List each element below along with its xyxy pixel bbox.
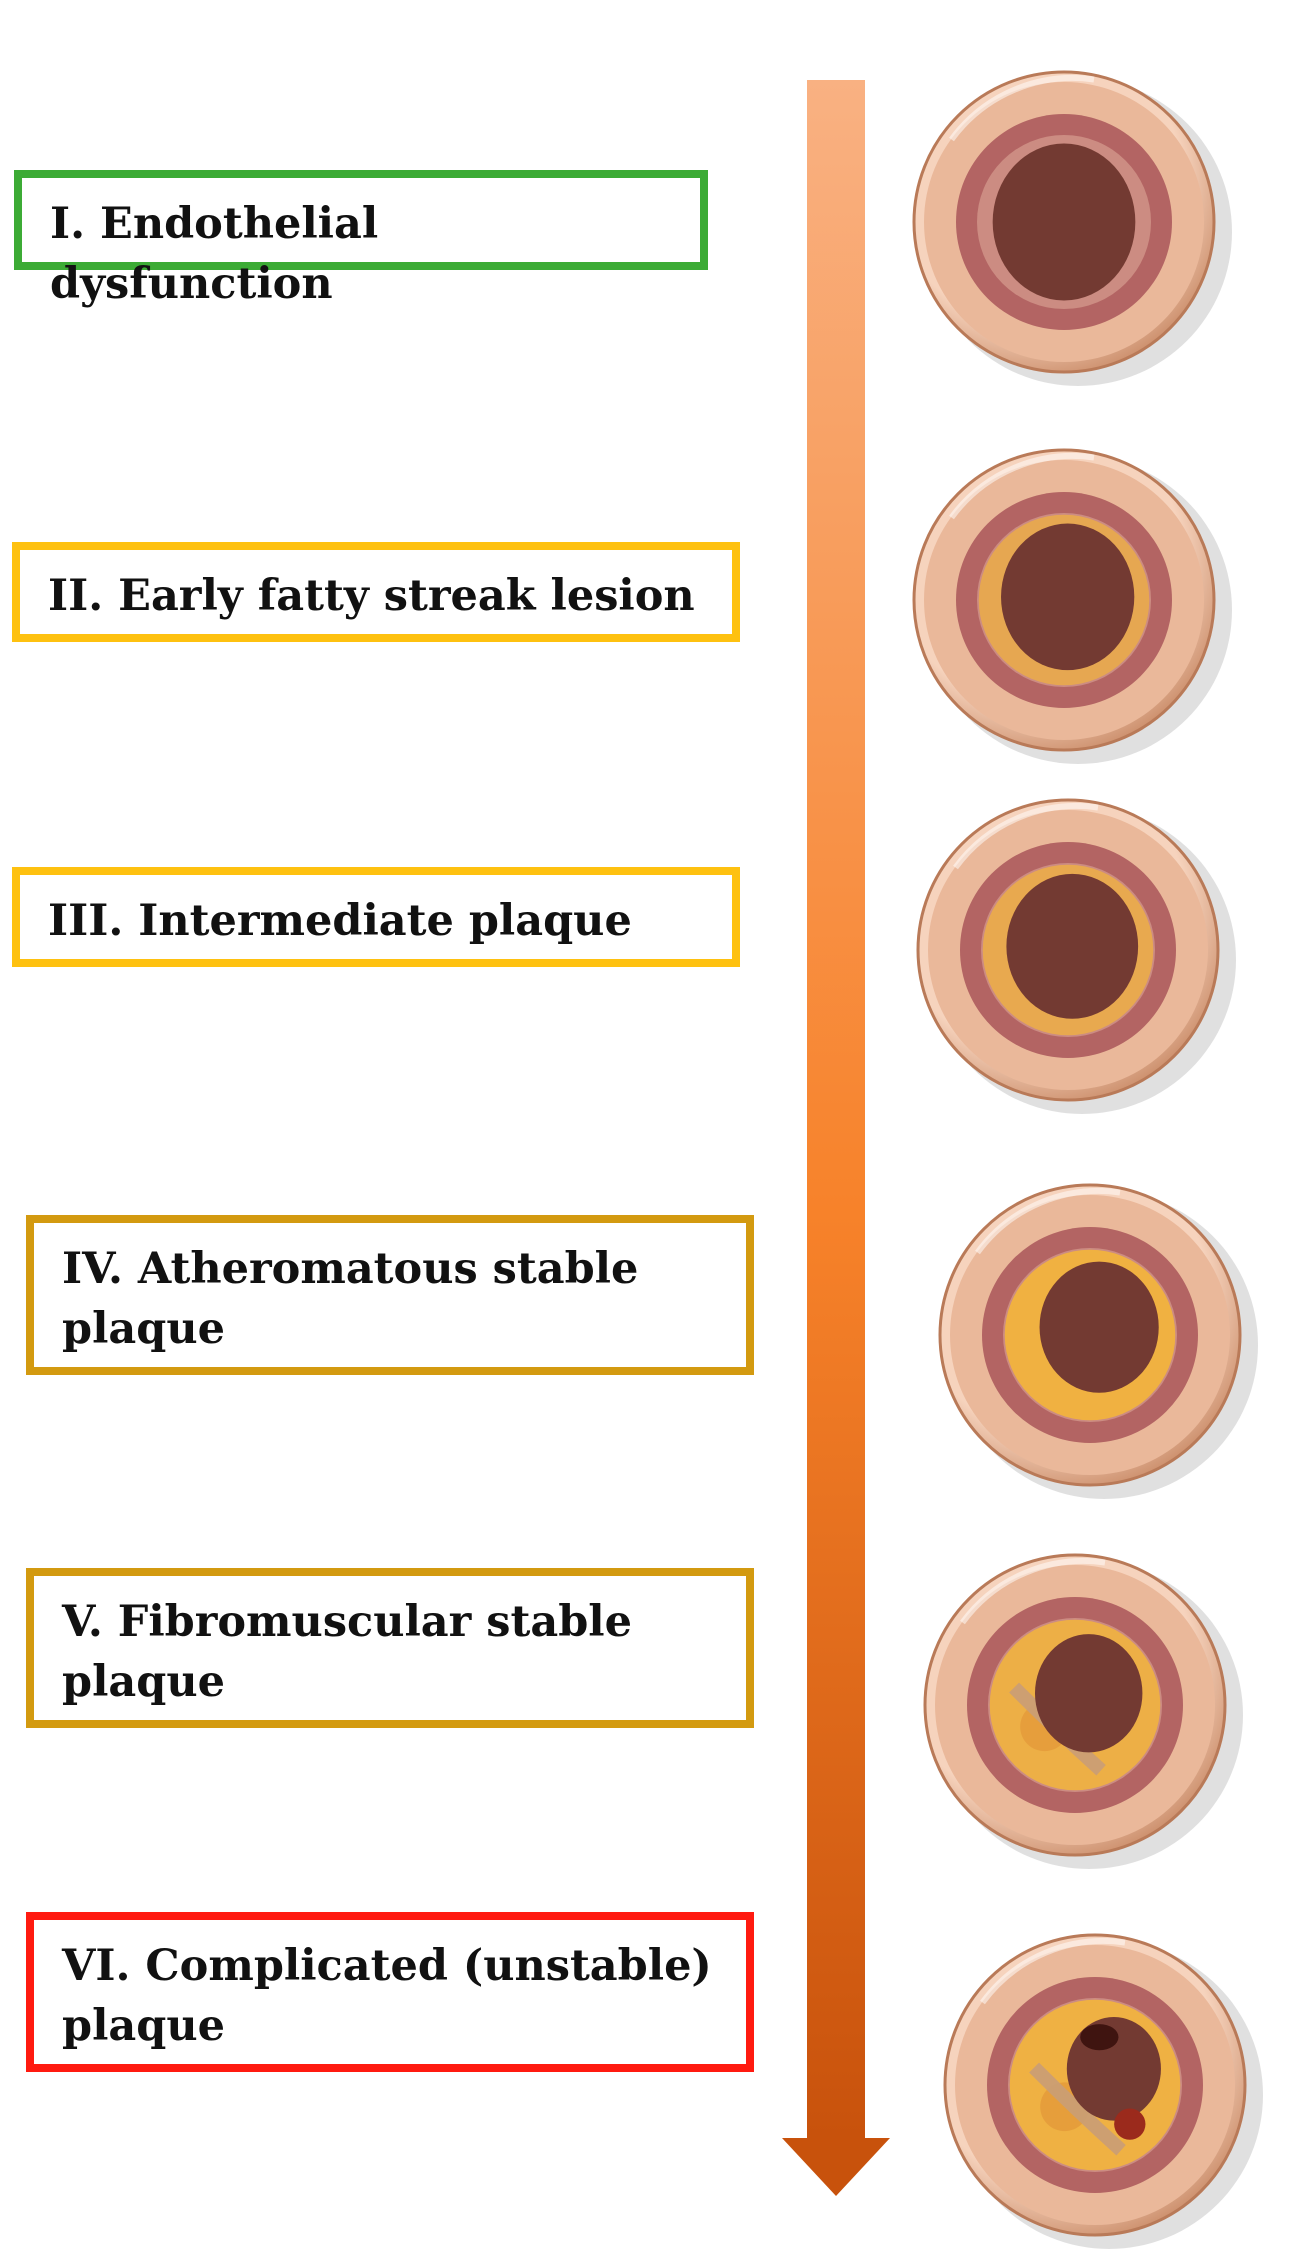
plaque-hemorrhage [1114,2108,1146,2140]
stage-label-text-3: III. Intermediate plaque [48,896,632,946]
vessel-cross-section-2 [912,448,1232,764]
stage-label-2: II. Early fatty streak lesion [12,542,740,642]
progression-arrow-head [782,2138,890,2196]
vessel-highlight [960,1557,1106,1625]
vessel-cross-section-4 [938,1183,1258,1499]
plaque-thrombus [1080,2024,1119,2051]
vessel-highlight [949,452,1095,520]
vessel-cross-section-5 [923,1553,1243,1869]
vessel-lumen [1006,873,1139,1019]
vessel-highlight [953,802,1099,870]
stage-label-5: V. Fibromuscular stable plaque [26,1568,754,1728]
vessel-highlight [980,1937,1126,2005]
stage-label-text-5: V. Fibromuscular stable plaque [62,1597,632,1707]
vessel-cross-section-1 [912,70,1232,386]
stage-label-3: III. Intermediate plaque [12,867,740,967]
plaque-fibrous-cap [1029,2062,1126,2156]
stage-label-text-2: II. Early fatty streak lesion [48,571,695,621]
vessel-lumen [1001,523,1135,671]
stage-label-text-4: IV. Atheromatous stable plaque [62,1244,639,1354]
stage-label-1: I. Endothelial dysfunction [14,170,708,309]
vessel-cross-section-3 [916,798,1236,1114]
vessel-cross-section-6 [943,1933,1263,2249]
progression-arrow [782,80,890,2196]
vessel-highlight [975,1187,1121,1255]
vessel-highlight [949,74,1095,142]
stage-label-text-6: VI. Complicated (unstable) plaque [62,1941,712,2051]
progression-arrow-shaft [807,80,865,2140]
vessel-lumen [1039,1261,1159,1393]
stage-label-text-1: I. Endothelial dysfunction [50,199,379,309]
stage-label-4: IV. Atheromatous stable plaque [26,1215,754,1375]
vessel-lumen [1034,1634,1143,1753]
stage-label-6: VI. Complicated (unstable) plaque [26,1912,754,2072]
vessel-lumen [992,143,1136,301]
